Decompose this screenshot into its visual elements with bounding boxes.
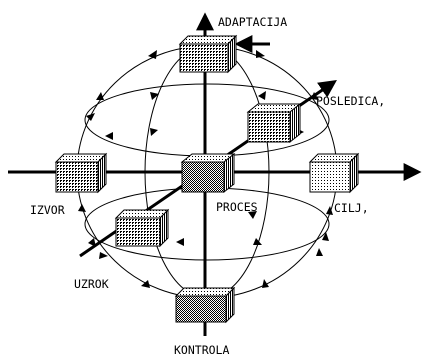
arrowhead [258,91,266,100]
arrowhead [141,280,150,288]
arrowhead [248,211,257,219]
arrowhead [148,50,157,59]
arrowhead [96,92,104,100]
arrowhead [256,50,265,58]
cube-control [174,286,236,324]
cube-process [180,152,236,194]
label-process: PROCES [216,200,258,214]
arrowhead [326,206,333,215]
label-consequence: POSLEDICA, [316,94,385,108]
cube-adaptation [178,34,238,74]
arrowhead [253,238,262,245]
cube-cause [114,208,170,248]
arrowhead [316,248,323,256]
arrowhead [322,232,329,241]
label-cause: UZROK [74,277,109,291]
arrowhead [86,113,95,121]
cube-consequence [246,102,302,144]
label-source: IZVOR [30,203,65,217]
cube-goal [308,152,360,194]
label-control: KONTROLA [174,343,229,357]
label-goal: CILJ, [334,201,369,215]
arrowhead [262,279,269,288]
arrowhead [78,204,86,212]
cube-source [54,152,108,194]
arrowhead [150,92,159,100]
arrowhead [176,238,184,246]
arrowhead [105,132,113,140]
arrowhead [150,128,158,136]
label-adaptation: ADAPTACIJA [218,15,287,29]
arrowhead [99,252,108,259]
